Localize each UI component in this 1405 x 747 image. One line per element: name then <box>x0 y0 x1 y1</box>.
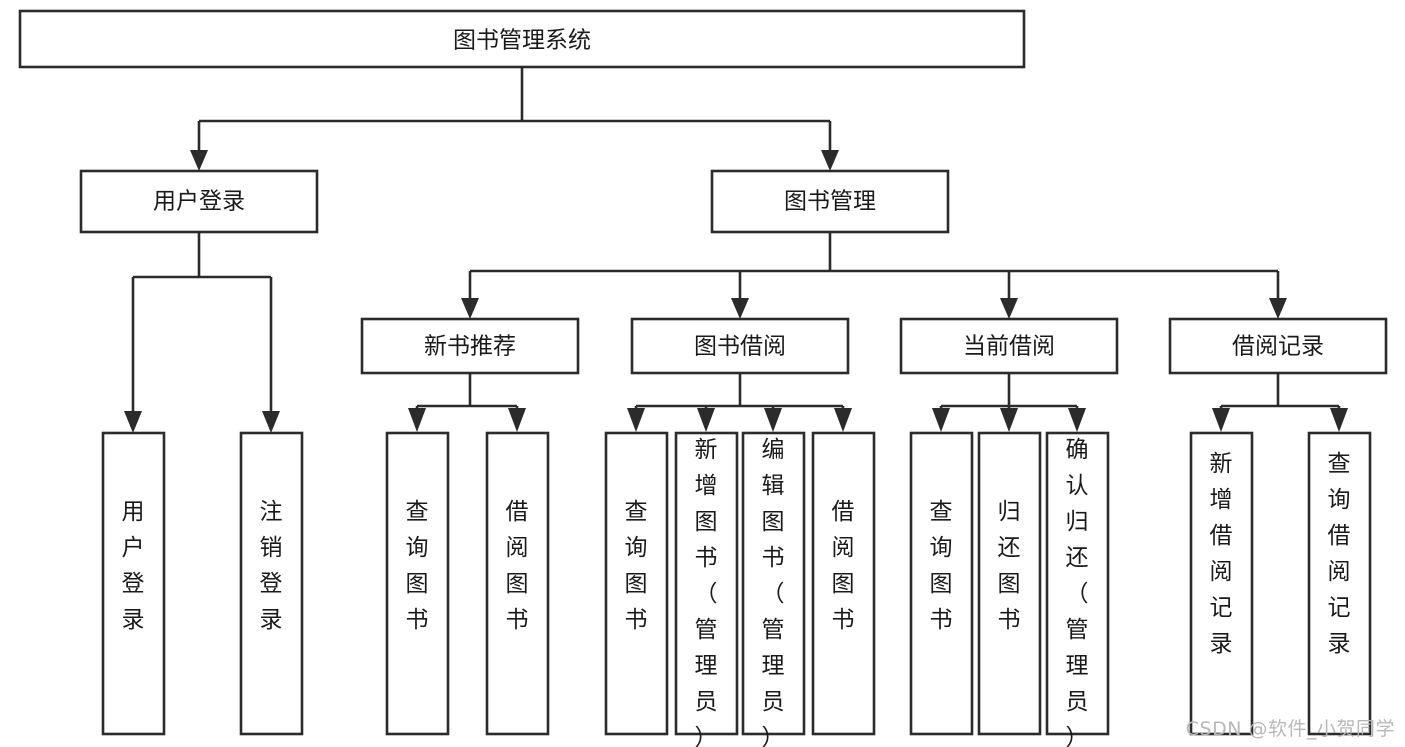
leaf-current-borrow-3-box[interactable] <box>1045 431 1110 736</box>
arrow-book-borrow-leaf2 <box>697 408 715 432</box>
leaf-current-borrow-1[interactable]: 查询图书 <box>909 431 974 736</box>
leaf-user-login-1-label: 用户登录 <box>122 499 145 633</box>
leaf-borrow-record-2[interactable]: 查询借阅记录 <box>1307 431 1372 736</box>
arrow-borrow-record-leaf1 <box>1212 408 1230 432</box>
leaf-user-login-2-label: 注销登录 <box>260 499 283 633</box>
leaf-book-borrow-2-label: 新增图书（管理员） <box>695 437 718 747</box>
arrow-book-borrow-leaf4 <box>834 408 852 432</box>
connector-layer <box>124 67 1348 433</box>
leaf-current-borrow-2-label: 归还图书 <box>998 499 1021 633</box>
arrow-book-borrow-leaf1 <box>627 408 645 432</box>
arrow-current-borrow-leaf3 <box>1068 408 1086 432</box>
arrow-current-borrow <box>1000 298 1018 319</box>
node-current-borrow-box[interactable] <box>899 317 1119 375</box>
arrow-current-borrow-leaf2 <box>1000 408 1018 432</box>
leaf-new-book-1-box[interactable] <box>385 431 450 736</box>
leaf-book-borrow-3[interactable]: 编辑图书（管理员） <box>741 431 806 747</box>
node-current-borrow[interactable]: 当前借阅 <box>899 317 1119 375</box>
node-new-book-recommend-label: 新书推荐 <box>424 334 516 360</box>
arrow-user-login <box>190 150 208 171</box>
leaf-new-book-1[interactable]: 查询图书 <box>385 431 450 736</box>
leaf-new-book-2-label: 借阅图书 <box>506 499 529 633</box>
leaf-book-borrow-4[interactable]: 借阅图书 <box>811 431 876 736</box>
leaf-current-borrow-3[interactable]: 确认归还（管理员） <box>1045 431 1110 747</box>
leaf-current-borrow-1-label: 查询图书 <box>930 499 953 633</box>
arrow-current-borrow-leaf1 <box>932 408 950 432</box>
leaf-book-borrow-3-box[interactable] <box>741 431 806 736</box>
node-book-manage[interactable]: 图书管理 <box>710 169 950 234</box>
leaf-book-borrow-2[interactable]: 新增图书（管理员） <box>674 431 739 747</box>
leaf-current-borrow-2[interactable]: 归还图书 <box>977 431 1042 736</box>
leaf-borrow-record-1-box[interactable] <box>1189 431 1254 736</box>
node-root-label: 图书管理系统 <box>453 28 591 54</box>
leaf-book-borrow-2-box[interactable] <box>674 431 739 736</box>
leaf-book-borrow-1-box[interactable] <box>604 431 669 736</box>
node-borrow-record[interactable]: 借阅记录 <box>1168 317 1388 375</box>
leaf-book-borrow-1-label: 查询图书 <box>625 499 648 633</box>
node-user-login[interactable]: 用户登录 <box>79 169 319 234</box>
arrow-book-manage <box>821 150 839 171</box>
node-book-manage-box[interactable] <box>710 169 950 234</box>
arrow-book-borrow-leaf3 <box>764 408 782 432</box>
node-book-borrow[interactable]: 图书借阅 <box>630 317 850 375</box>
leaf-borrow-record-1-label: 新增借阅记录 <box>1210 451 1233 657</box>
arrow-new-book <box>461 298 479 319</box>
node-current-borrow-label: 当前借阅 <box>963 334 1055 360</box>
leaf-new-book-1-label: 查询图书 <box>406 499 429 633</box>
leaf-user-login-2-box[interactable] <box>239 431 304 736</box>
node-user-login-box[interactable] <box>79 169 319 234</box>
arrow-book-borrow <box>731 298 749 319</box>
node-book-manage-label: 图书管理 <box>784 189 876 215</box>
arrow-new-book-leaf2 <box>508 408 526 432</box>
leaf-new-book-2[interactable]: 借阅图书 <box>485 431 550 736</box>
leaf-user-login-1-box[interactable] <box>101 431 166 736</box>
arrow-borrow-record <box>1269 298 1287 319</box>
node-book-borrow-label: 图书借阅 <box>694 334 786 360</box>
leaf-book-borrow-1[interactable]: 查询图书 <box>604 431 669 736</box>
leaf-current-borrow-3-label: 确认归还（管理员） <box>1066 437 1089 747</box>
leaf-user-login-2[interactable]: 注销登录 <box>239 431 304 736</box>
arrow-user-login-leaf2 <box>262 411 280 433</box>
node-borrow-record-box[interactable] <box>1168 317 1388 375</box>
leaf-borrow-record-1[interactable]: 新增借阅记录 <box>1189 431 1254 736</box>
node-user-login-label: 用户登录 <box>153 189 245 215</box>
leaf-user-login-1[interactable]: 用户登录 <box>101 431 166 736</box>
node-book-borrow-box[interactable] <box>630 317 850 375</box>
arrow-user-login-leaf1 <box>124 411 142 433</box>
leaf-borrow-record-2-box[interactable] <box>1307 431 1372 736</box>
node-new-book-recommend-box[interactable] <box>360 317 580 375</box>
leaf-book-borrow-3-label: 编辑图书（管理员） <box>762 437 785 747</box>
leaf-book-borrow-4-box[interactable] <box>811 431 876 736</box>
node-root[interactable]: 图书管理系统 <box>18 9 1026 69</box>
leaf-current-borrow-2-box[interactable] <box>977 431 1042 736</box>
node-borrow-record-label: 借阅记录 <box>1232 334 1324 360</box>
leaf-borrow-record-2-label: 查询借阅记录 <box>1328 451 1351 657</box>
arrow-borrow-record-leaf2 <box>1330 408 1348 432</box>
leaf-current-borrow-1-box[interactable] <box>909 431 974 736</box>
node-new-book-recommend[interactable]: 新书推荐 <box>360 317 580 375</box>
arrow-new-book-leaf1 <box>408 408 426 432</box>
leaf-new-book-2-box[interactable] <box>485 431 550 736</box>
leaf-book-borrow-4-label: 借阅图书 <box>832 499 855 633</box>
node-root-box[interactable] <box>18 9 1026 69</box>
